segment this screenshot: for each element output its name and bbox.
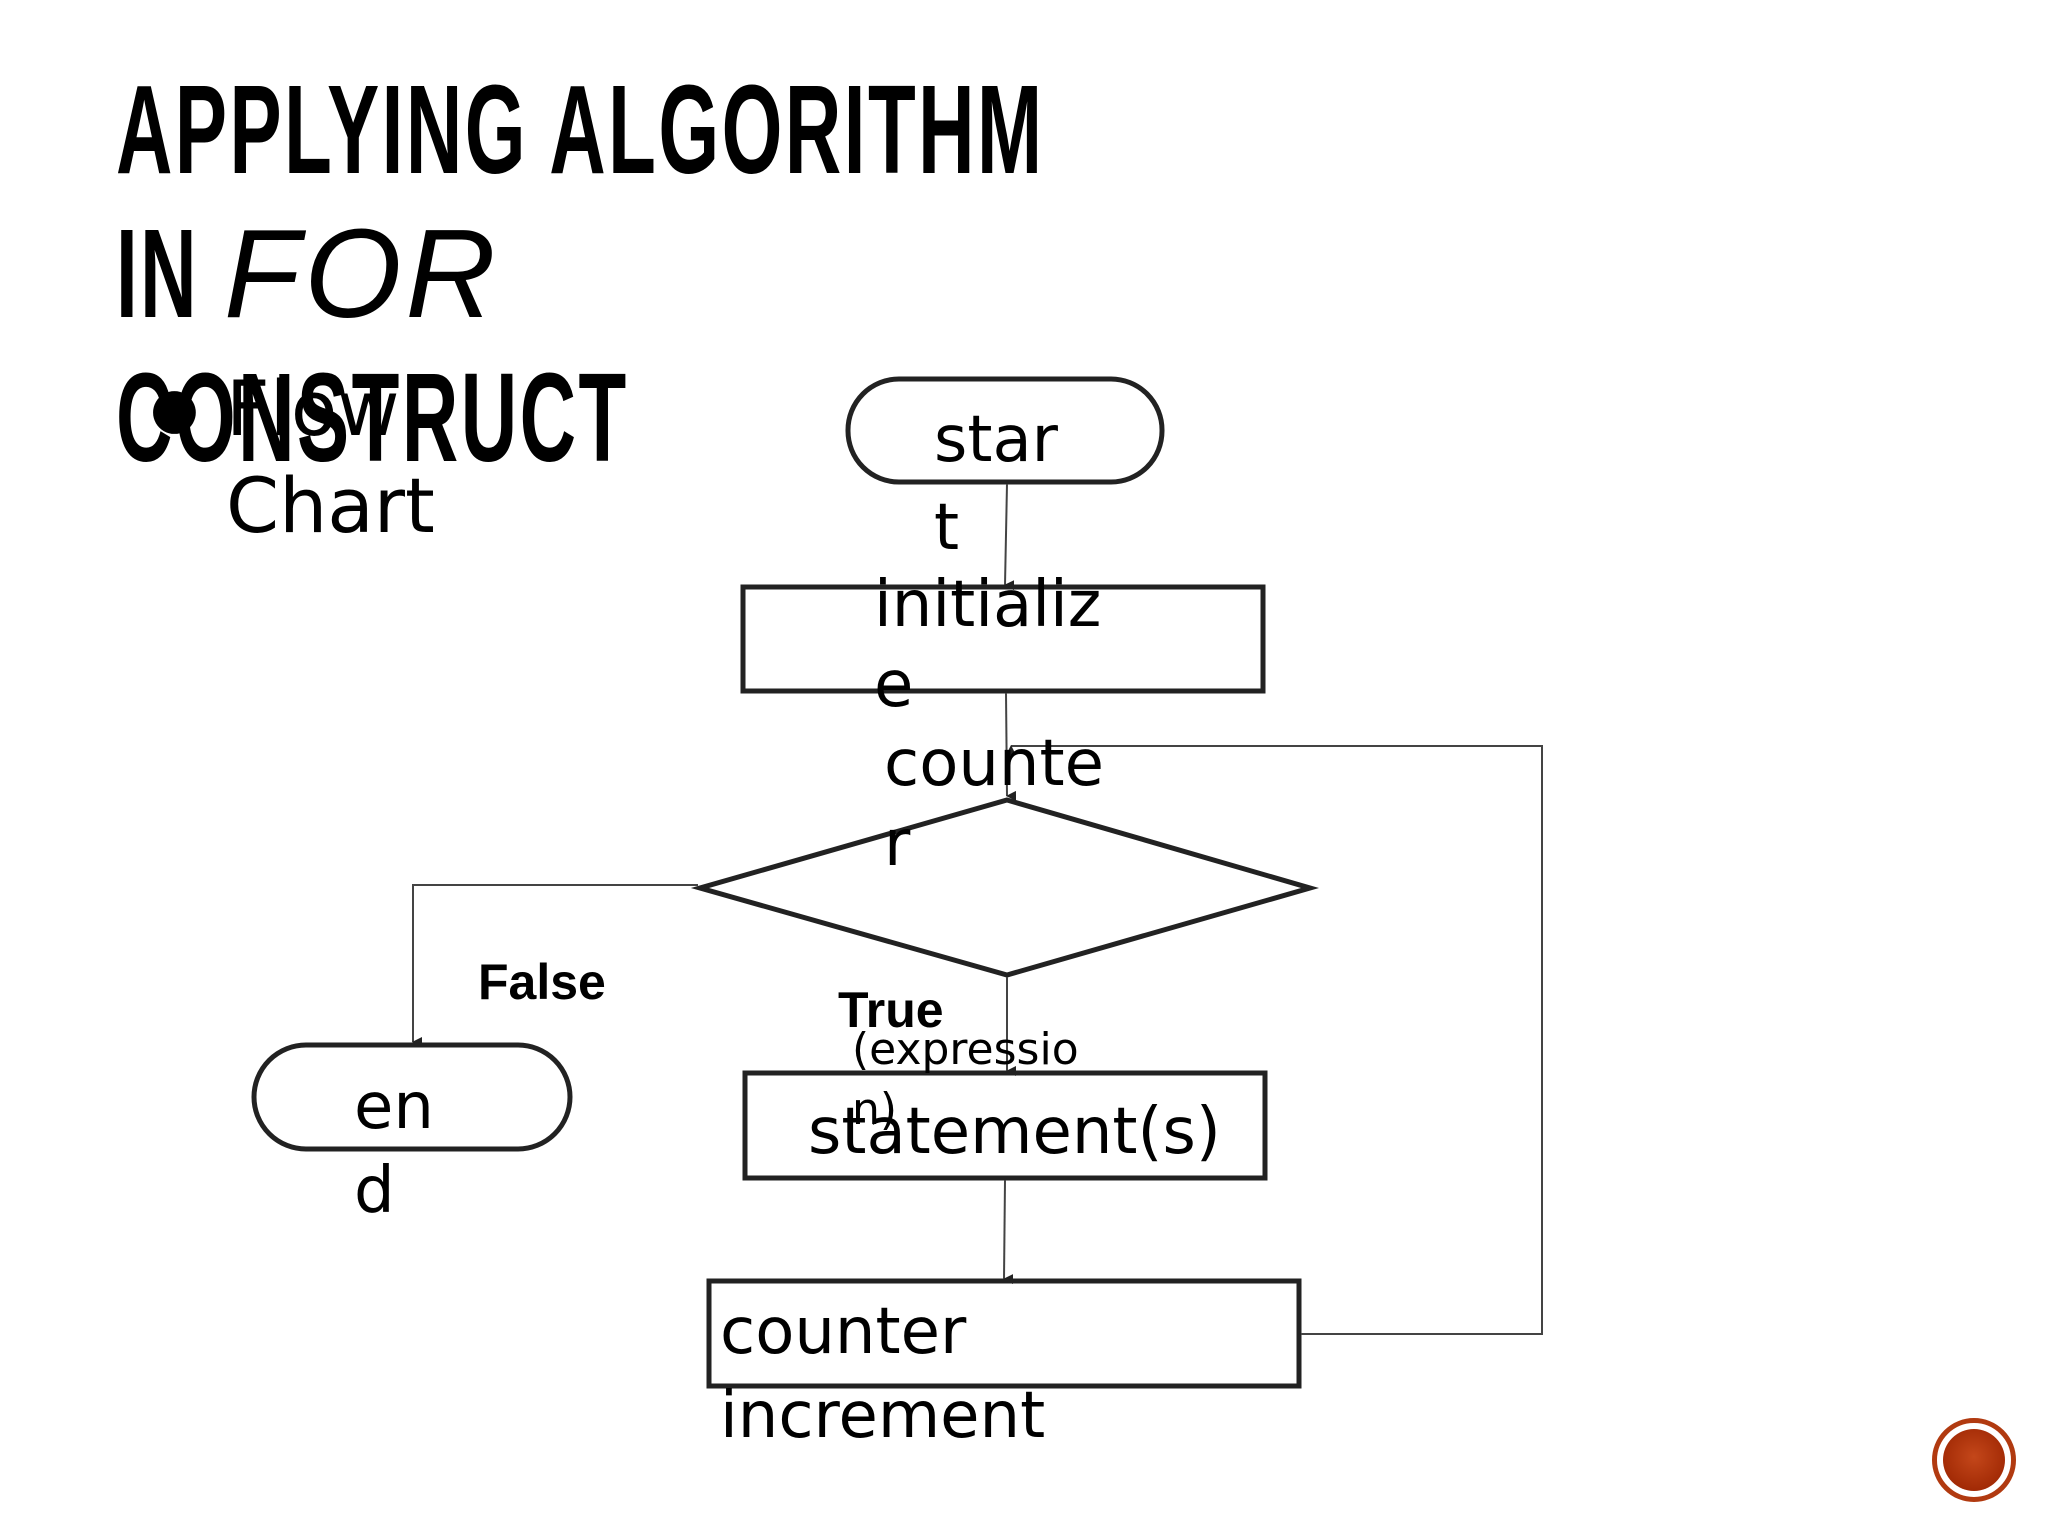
statement-box — [742, 1070, 1268, 1181]
statement-label: statement(s) — [808, 1095, 1221, 1169]
increment-box — [706, 1278, 1302, 1389]
slide-title: Applying algorithm inFOR construct — [116, 58, 1108, 490]
start-terminator — [845, 376, 1165, 485]
bullet-text: Flow Chart — [226, 364, 435, 550]
counter-label: counter — [884, 727, 1104, 881]
loop-back-line — [1006, 745, 1543, 1335]
increment-label: counter increment — [720, 1295, 1046, 1453]
title-part-2: construct — [116, 347, 629, 488]
arrow-start-to-init — [1004, 483, 1015, 591]
true-branch-label: True — [838, 982, 944, 1038]
bullet-item: ● Flow Chart — [150, 360, 490, 554]
start-label: start — [934, 403, 1058, 565]
title-part-1: Applying algorithm in — [116, 59, 1045, 344]
initialize-label: initialize — [874, 568, 1102, 722]
end-label: end — [354, 1070, 434, 1228]
decision-diamond — [690, 797, 1320, 978]
arrow-init-to-decision — [1005, 692, 1017, 801]
initialize-box — [740, 584, 1266, 694]
bullet-dot-icon: ● — [150, 376, 199, 441]
title-for-keyword: FOR — [223, 203, 500, 344]
false-branch-line — [412, 884, 698, 1047]
slide-corner-badge-icon — [1932, 1418, 2016, 1502]
condition-expression-label: (expression) — [852, 1024, 1079, 1135]
false-branch-label: False — [478, 954, 606, 1010]
arrow-statement-to-increment — [1003, 1179, 1014, 1285]
